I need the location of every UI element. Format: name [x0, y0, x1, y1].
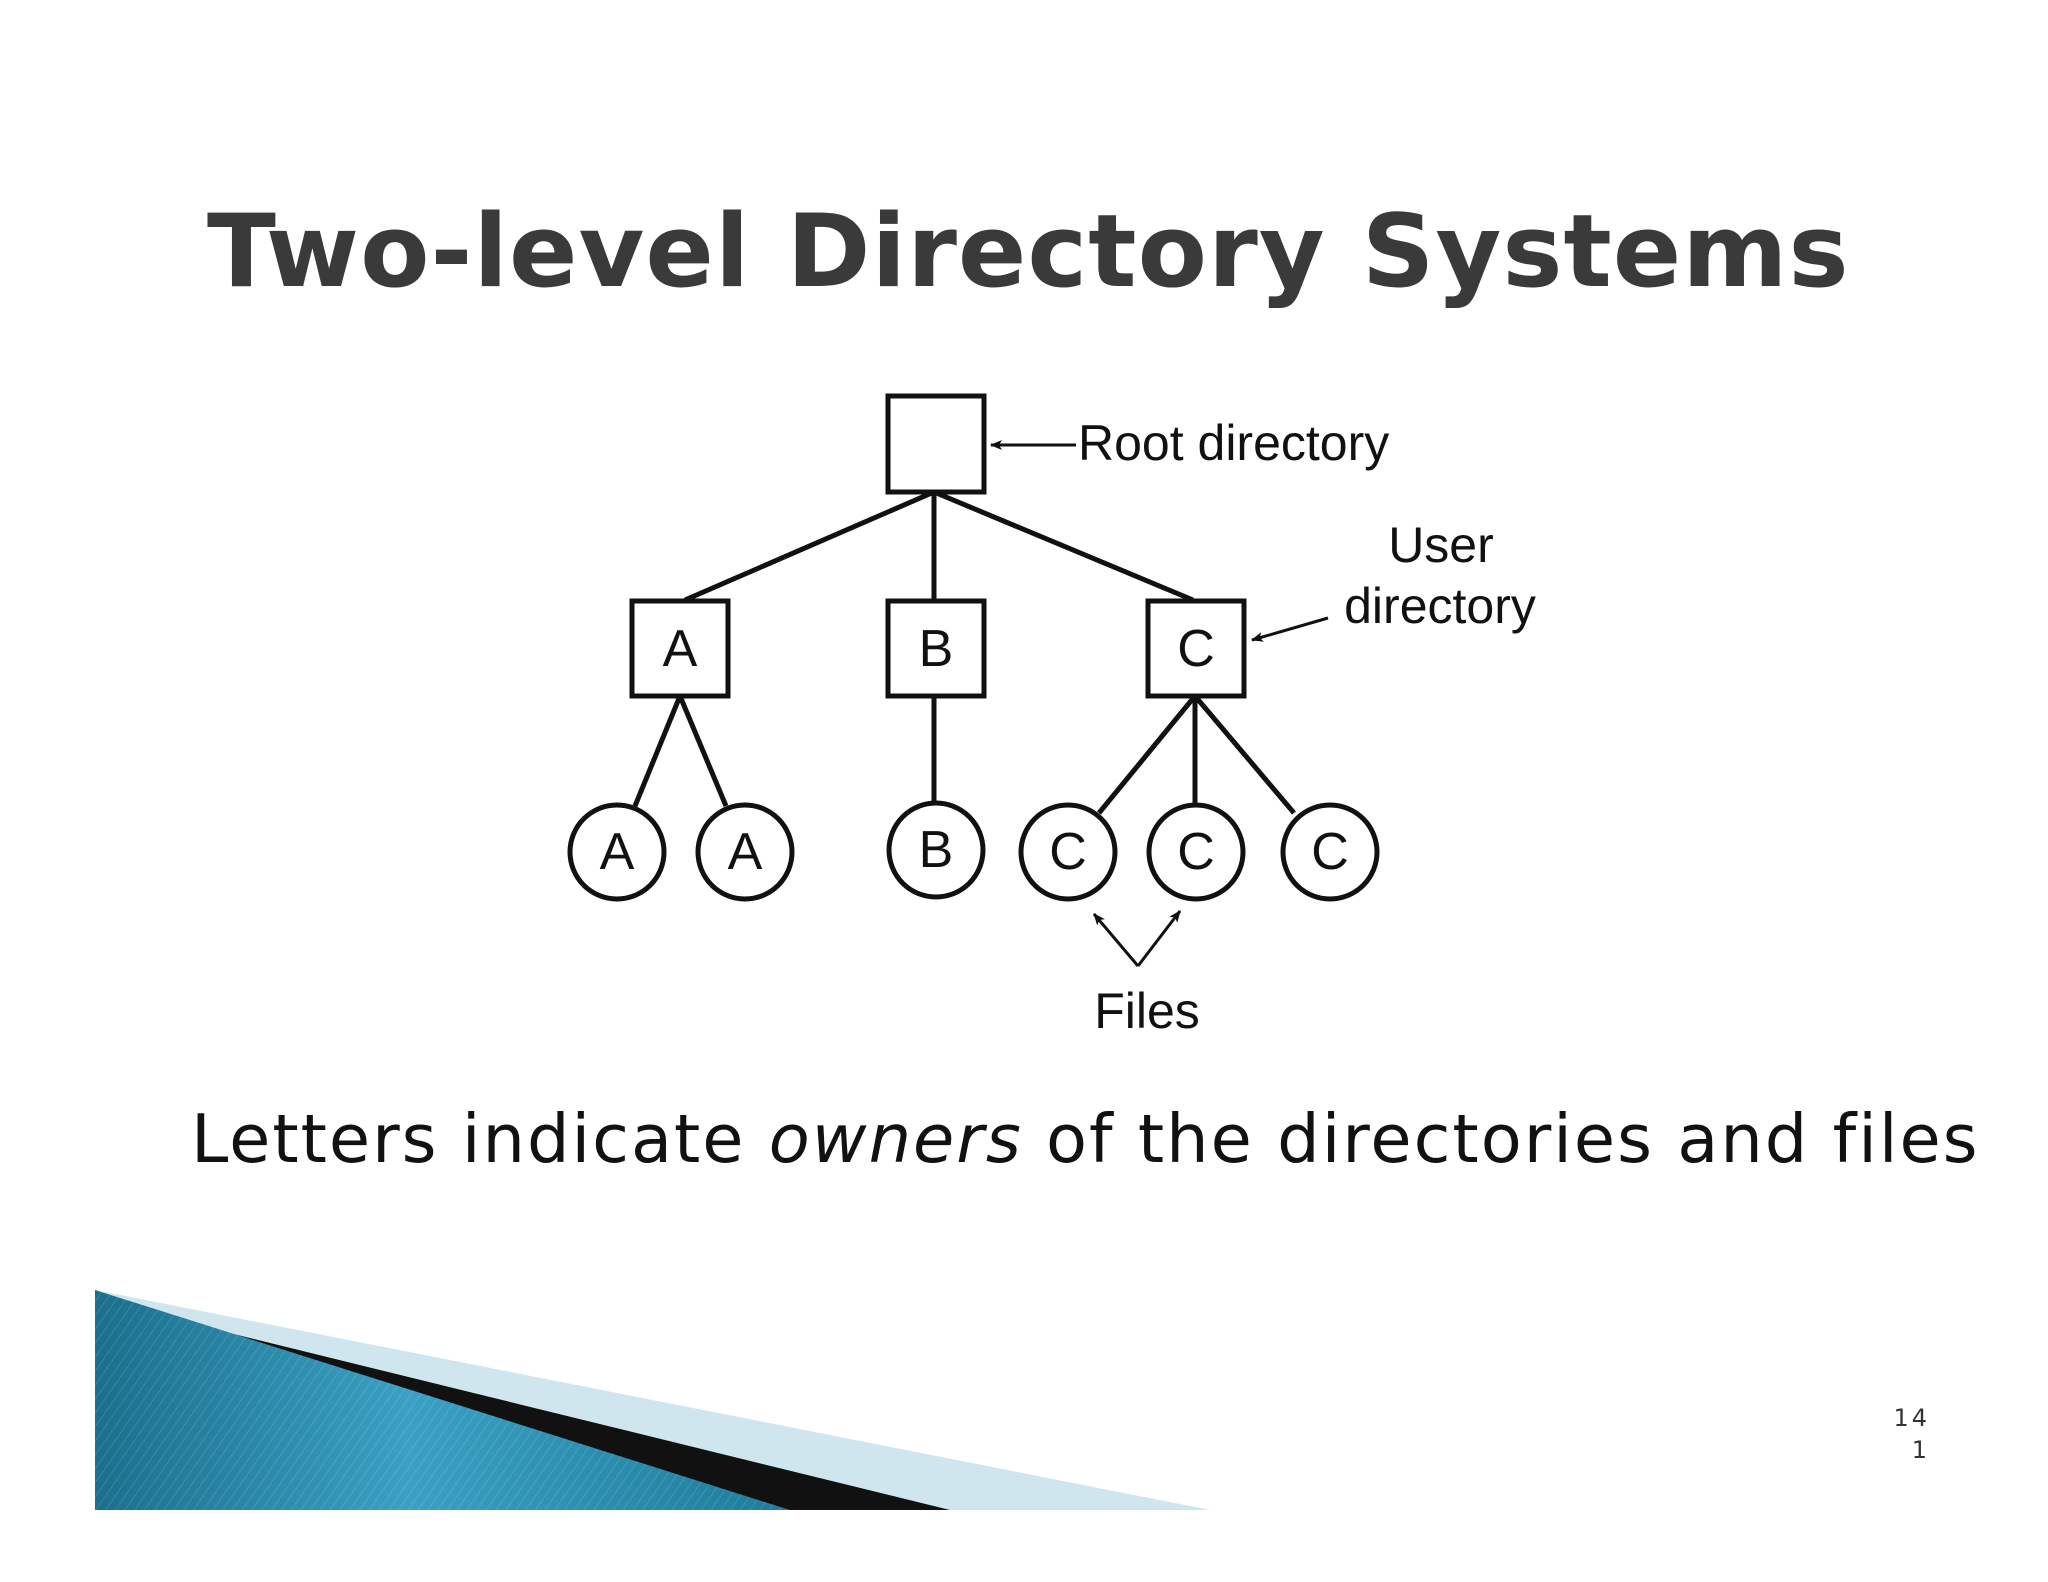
file-circle-c3: [1280, 802, 1380, 902]
user-directory-label-line2: directory: [1344, 578, 1536, 634]
file-label-c2: C: [1177, 823, 1215, 881]
caption-text-after: of the directories and files: [1022, 1100, 1980, 1178]
caption-text-before: Letters indicate: [191, 1100, 769, 1178]
user-directory-b-label: B: [919, 620, 954, 678]
user-directory-label-line1: User: [1388, 517, 1494, 573]
edge-root-c: [933, 489, 1194, 603]
file-circle-a1: [567, 802, 667, 902]
file-circle-a2: [695, 802, 795, 902]
root-directory-box: [885, 393, 987, 495]
file-label-b: B: [919, 821, 954, 879]
page-number-line2: 1: [1911, 1436, 1930, 1464]
file-label-a1: A: [600, 823, 635, 881]
file-label-a2: A: [728, 823, 763, 881]
edge-c-file1: [1097, 694, 1197, 815]
edge-c-file3: [1193, 694, 1296, 815]
user-directory-c-box: [1145, 598, 1247, 699]
file-label-c1: C: [1049, 823, 1087, 881]
file-label-c3: C: [1311, 823, 1349, 881]
file-circle-c2: [1146, 802, 1246, 902]
user-directory-b-box: [885, 598, 987, 699]
user-directory-a-label: A: [663, 620, 698, 678]
files-pointer-arrow-left: [1092, 913, 1140, 967]
page-number: 14 1: [1880, 1402, 1930, 1466]
edge-root-a: [684, 489, 935, 603]
caption-emphasis: owners: [768, 1100, 1023, 1178]
edge-a-file1: [632, 695, 683, 807]
user-directory-pointer-arrow: [1251, 616, 1329, 642]
slide-title: Two-level Directory Systems: [207, 192, 1850, 310]
slide-caption: Letters indicate owners of the directori…: [191, 1100, 1980, 1178]
footer-teal-hatch: [95, 1290, 790, 1510]
edge-a-file2: [677, 695, 729, 807]
page-number-line1: 14: [1893, 1404, 1930, 1432]
files-label: Files: [1094, 983, 1200, 1039]
user-directory-c-label: C: [1177, 620, 1215, 678]
user-directory-a-box: [629, 598, 731, 699]
root-directory-label: Root directory: [1078, 415, 1389, 471]
file-circle-b: [886, 800, 986, 900]
tree-edges: [632, 489, 1296, 815]
file-circle-c1: [1018, 802, 1118, 902]
files-pointer-arrow-right: [1136, 910, 1182, 967]
